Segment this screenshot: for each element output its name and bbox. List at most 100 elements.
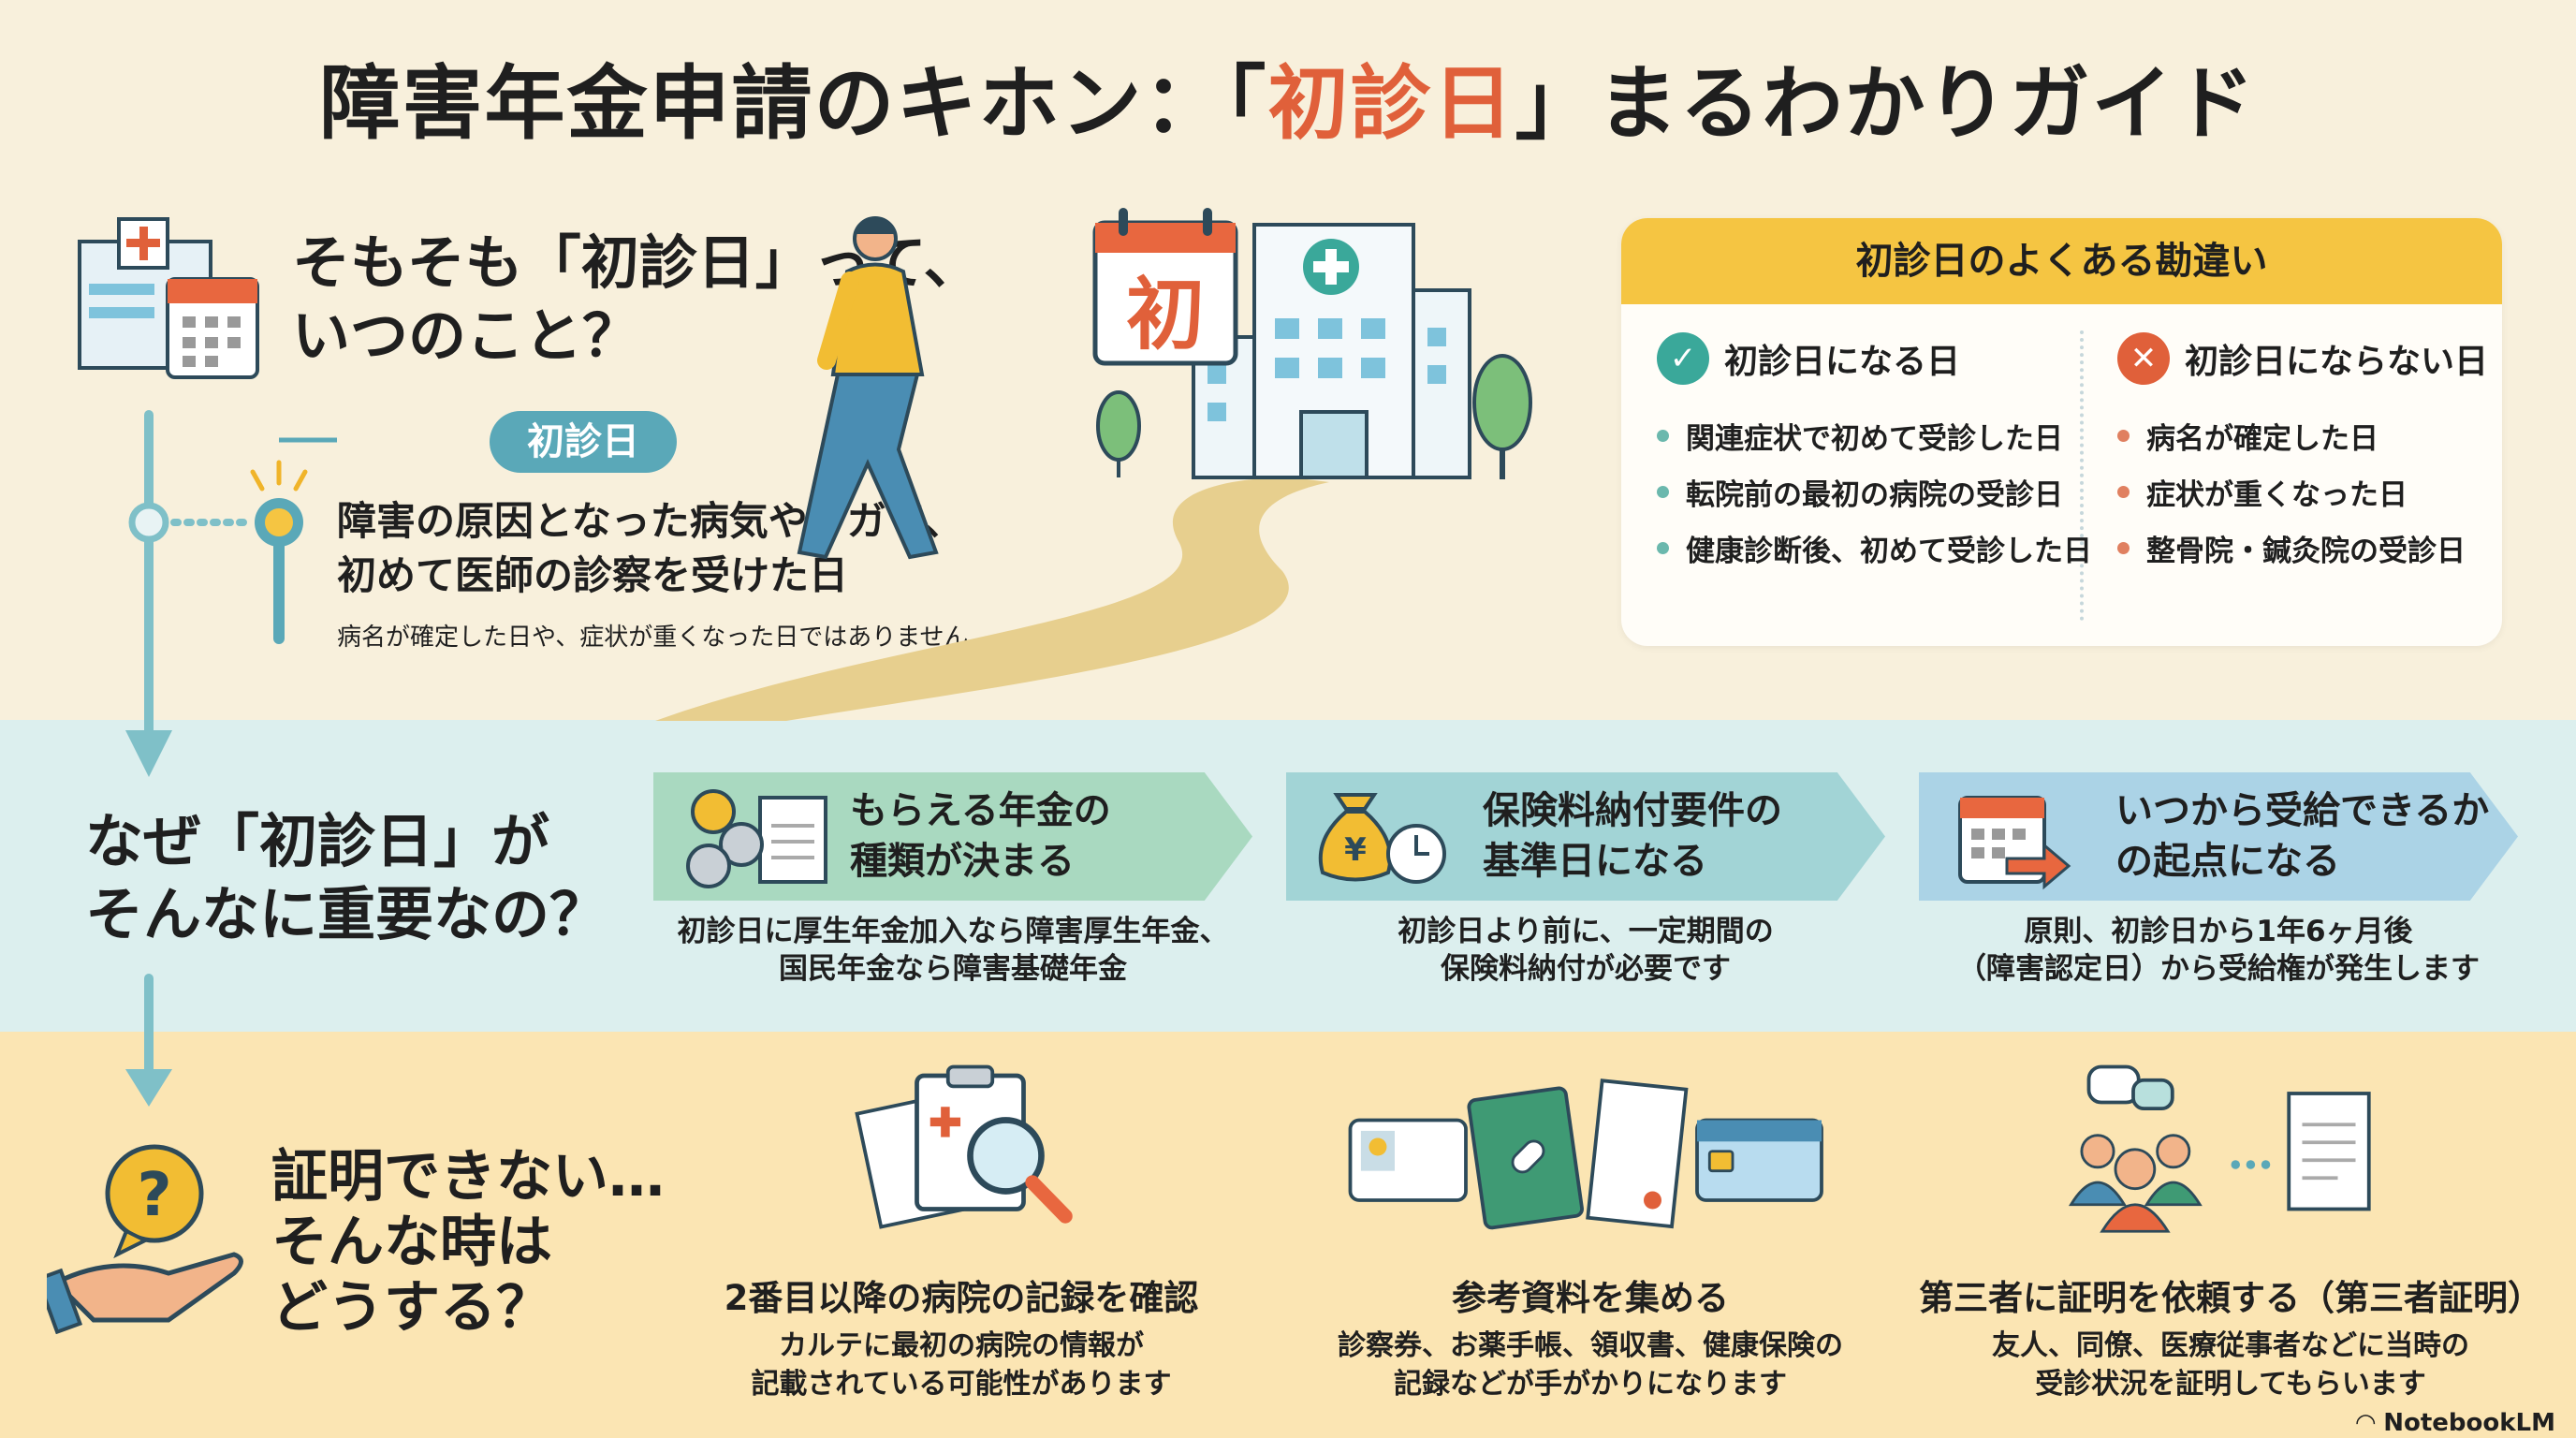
bullet-icon	[2117, 541, 2130, 554]
reason-title: いつから受給できるか	[2115, 789, 2490, 832]
option-check-records: 2番目以降の病院の記録を確認 カルテに最初の病院の情報が記載されている可能性があ…	[674, 1058, 1249, 1403]
description-line: 保険料納付が必要です	[1441, 952, 1731, 986]
heading-line: いつのこと？	[292, 301, 641, 370]
reason-title: もらえる年金の	[850, 789, 1111, 832]
calendar-sign-icon: 初	[1092, 208, 1238, 366]
option-description: 診察券、お薬手帳、領収書、健康保険の記録などが手がかりになります	[1291, 1327, 1890, 1403]
not-first-visit-column: ✕ 初診日にならない日 病名が確定した日 症状が重くなった日 整骨院・鍼灸院の受診…	[2117, 332, 2488, 576]
heading-line: そんなに重要なの？	[85, 880, 608, 948]
reason-start-point: いつから受給できるかの起点になる	[1919, 772, 2518, 901]
list-item: 転院前の最初の病院の受診日	[1657, 463, 2092, 520]
first-visit-pill: 初診日	[490, 411, 677, 473]
hospital-calendar-icon	[78, 217, 259, 379]
title-text: 障害年金申請のキホン：「	[319, 57, 1268, 151]
title-highlight: 初診日	[1267, 57, 1515, 151]
walking-person	[797, 216, 939, 560]
notebooklm-watermark: ◠ NotebookLM	[2356, 1409, 2555, 1437]
list-item: 整骨院・鍼灸院の受診日	[2117, 520, 2488, 576]
watermark-text: NotebookLM	[2383, 1409, 2555, 1437]
walking-to-hospital-illustration: 初	[655, 208, 1532, 721]
description-line: 友人、同僚、医療従事者などに当時の	[1992, 1329, 2469, 1362]
heading-line: どうする？	[271, 1275, 552, 1341]
list-item-text: 整骨院・鍼灸院の受診日	[2146, 534, 2466, 568]
counts-as-first-visit-column: ✓ 初診日になる日 関連症状で初めて受診した日 転院前の最初の病院の受診日 健康診…	[1657, 332, 2092, 576]
question-hand-icon: ?	[47, 1144, 243, 1334]
bullet-icon	[1657, 541, 1669, 554]
card-divider	[2080, 330, 2084, 621]
column-heading: 初診日にならない日	[2185, 343, 2489, 381]
bullet-icon	[1657, 485, 1669, 498]
clipboard-magnifier-icon	[855, 1064, 1073, 1229]
reason-description: 初診日より前に、一定期間の保険料納付が必要です	[1286, 913, 1885, 988]
page-title: 障害年金申請のキホン：「初診日」まるわかりガイド	[0, 37, 2576, 154]
title-text: 」まるわかりガイド	[1515, 57, 2257, 151]
description-line: 初診日より前に、一定期間の	[1398, 915, 1774, 948]
option-third-party-proof: 第三者に証明を依頼する（第三者証明） 友人、同僚、医療従事者などに当時の受診状況…	[1912, 1058, 2549, 1403]
description-line: 原則、初診日から1年6ヶ月後	[2024, 915, 2413, 948]
money-bag-clock-icon: ¥	[1318, 793, 1446, 884]
notebooklm-logo-icon: ◠	[2356, 1409, 2384, 1437]
documents-cards-icon	[1348, 1078, 1823, 1230]
tree-icon	[1096, 390, 1141, 462]
calendar-arrow-icon	[1958, 796, 2071, 890]
reason-payment-requirement: ¥ 保険料納付要件の基準日になる	[1286, 772, 1885, 901]
option-title: 参考資料を集める	[1452, 1278, 1729, 1318]
column-heading: 初診日になる日	[1724, 343, 1961, 381]
bullet-icon	[2117, 429, 2130, 442]
reason-title: 基準日になる	[1483, 840, 1707, 883]
bullet-icon	[2117, 485, 2130, 498]
definition-line: 初めて医師の診察を受けた日	[337, 552, 849, 598]
section3-heading: 証明できない…そんな時はどうする？	[271, 1144, 665, 1341]
list-item-text: 健康診断後、初めて受診した日	[1686, 534, 2092, 568]
description-line: 記載されている可能性があります	[751, 1368, 1172, 1401]
list-item: 症状が重くなった日	[2117, 463, 2488, 520]
heading-line: そんな時は	[271, 1210, 552, 1275]
svg-text:¥: ¥	[1344, 831, 1367, 869]
check-icon: ✓	[1657, 332, 1709, 385]
card-title: 初診日のよくある勘違い	[1621, 218, 2502, 304]
list-item: 関連症状で初めて受診した日	[1657, 407, 2092, 463]
description-line: （障害認定日）から受給権が発生します	[1957, 952, 2480, 986]
definition-line: 障害の原因となった病気やケガで、	[337, 498, 964, 544]
list-item-text: 症状が重くなった日	[2146, 477, 2408, 512]
tree-icon	[1472, 354, 1532, 451]
list-item: 病名が確定した日	[2117, 407, 2488, 463]
section2-heading: なぜ「初診日」がそんなに重要なの？	[85, 805, 607, 951]
misconceptions-card: 初診日のよくある勘違い ✓ 初診日になる日 関連症状で初めて受診した日 転院前の最…	[1621, 218, 2502, 646]
heading-line: 証明できない…	[271, 1144, 665, 1210]
arrow-down-icon	[125, 730, 172, 777]
description-line: 初診日に厚生年金加入なら障害厚生年金、	[677, 915, 1229, 948]
option-title: 第三者に証明を依頼する（第三者証明）	[1919, 1278, 2542, 1318]
coins-document-icon	[686, 789, 827, 888]
reason-title: の起点になる	[2115, 840, 2340, 883]
timeline	[125, 410, 337, 1107]
heading-line: なぜ「初診日」が	[85, 807, 550, 875]
reason-title: 種類が決まる	[850, 840, 1075, 883]
list-item-text: 転院前の最初の病院の受診日	[1686, 477, 2063, 512]
reason-pension-type: もらえる年金の種類が決まる	[653, 772, 1252, 901]
description-line: 記録などが手がかりになります	[1394, 1368, 1787, 1401]
option-collect-documents: 参考資料を集める 診察券、お薬手帳、領収書、健康保険の記録などが手がかりになりま…	[1291, 1058, 1890, 1403]
sign-text: 初	[1126, 269, 1205, 360]
reason-description: 初診日に厚生年金加入なら障害厚生年金、国民年金なら障害基礎年金	[653, 913, 1252, 988]
option-description: 友人、同僚、医療従事者などに当時の受診状況を証明してもらいます	[1912, 1327, 2549, 1403]
list-item: 健康診断後、初めて受診した日	[1657, 520, 2092, 576]
cross-icon: ✕	[2117, 332, 2170, 385]
option-description: カルテに最初の病院の情報が記載されている可能性があります	[674, 1327, 1249, 1403]
bullet-icon	[1657, 429, 1669, 442]
people-document-icon	[2068, 1064, 2371, 1233]
arrow-down-icon	[125, 1069, 172, 1107]
list-item-text: 病名が確定した日	[2146, 421, 2378, 456]
timeline-node	[128, 502, 169, 543]
first-visit-definition: 障害の原因となった病気やケガで、初めて医師の診察を受けた日	[337, 494, 963, 603]
reason-description: 原則、初診日から1年6ヶ月後 （障害認定日）から受給権が発生します	[1919, 913, 2518, 988]
reason-title: 保険料納付要件の	[1483, 789, 1782, 832]
road	[655, 477, 1329, 721]
description-line: 国民年金なら障害基礎年金	[779, 952, 1127, 986]
first-visit-note: 病名が確定した日や、症状が重くなった日ではありません	[337, 624, 969, 652]
svg-text:?: ?	[137, 1161, 171, 1230]
description-line: カルテに最初の病院の情報が	[779, 1329, 1144, 1362]
description-line: 診察券、お薬手帳、領収書、健康保険の	[1338, 1329, 1843, 1362]
description-line: 受診状況を証明してもらいます	[2035, 1368, 2426, 1401]
option-title: 2番目以降の病院の記録を確認	[724, 1278, 1199, 1318]
